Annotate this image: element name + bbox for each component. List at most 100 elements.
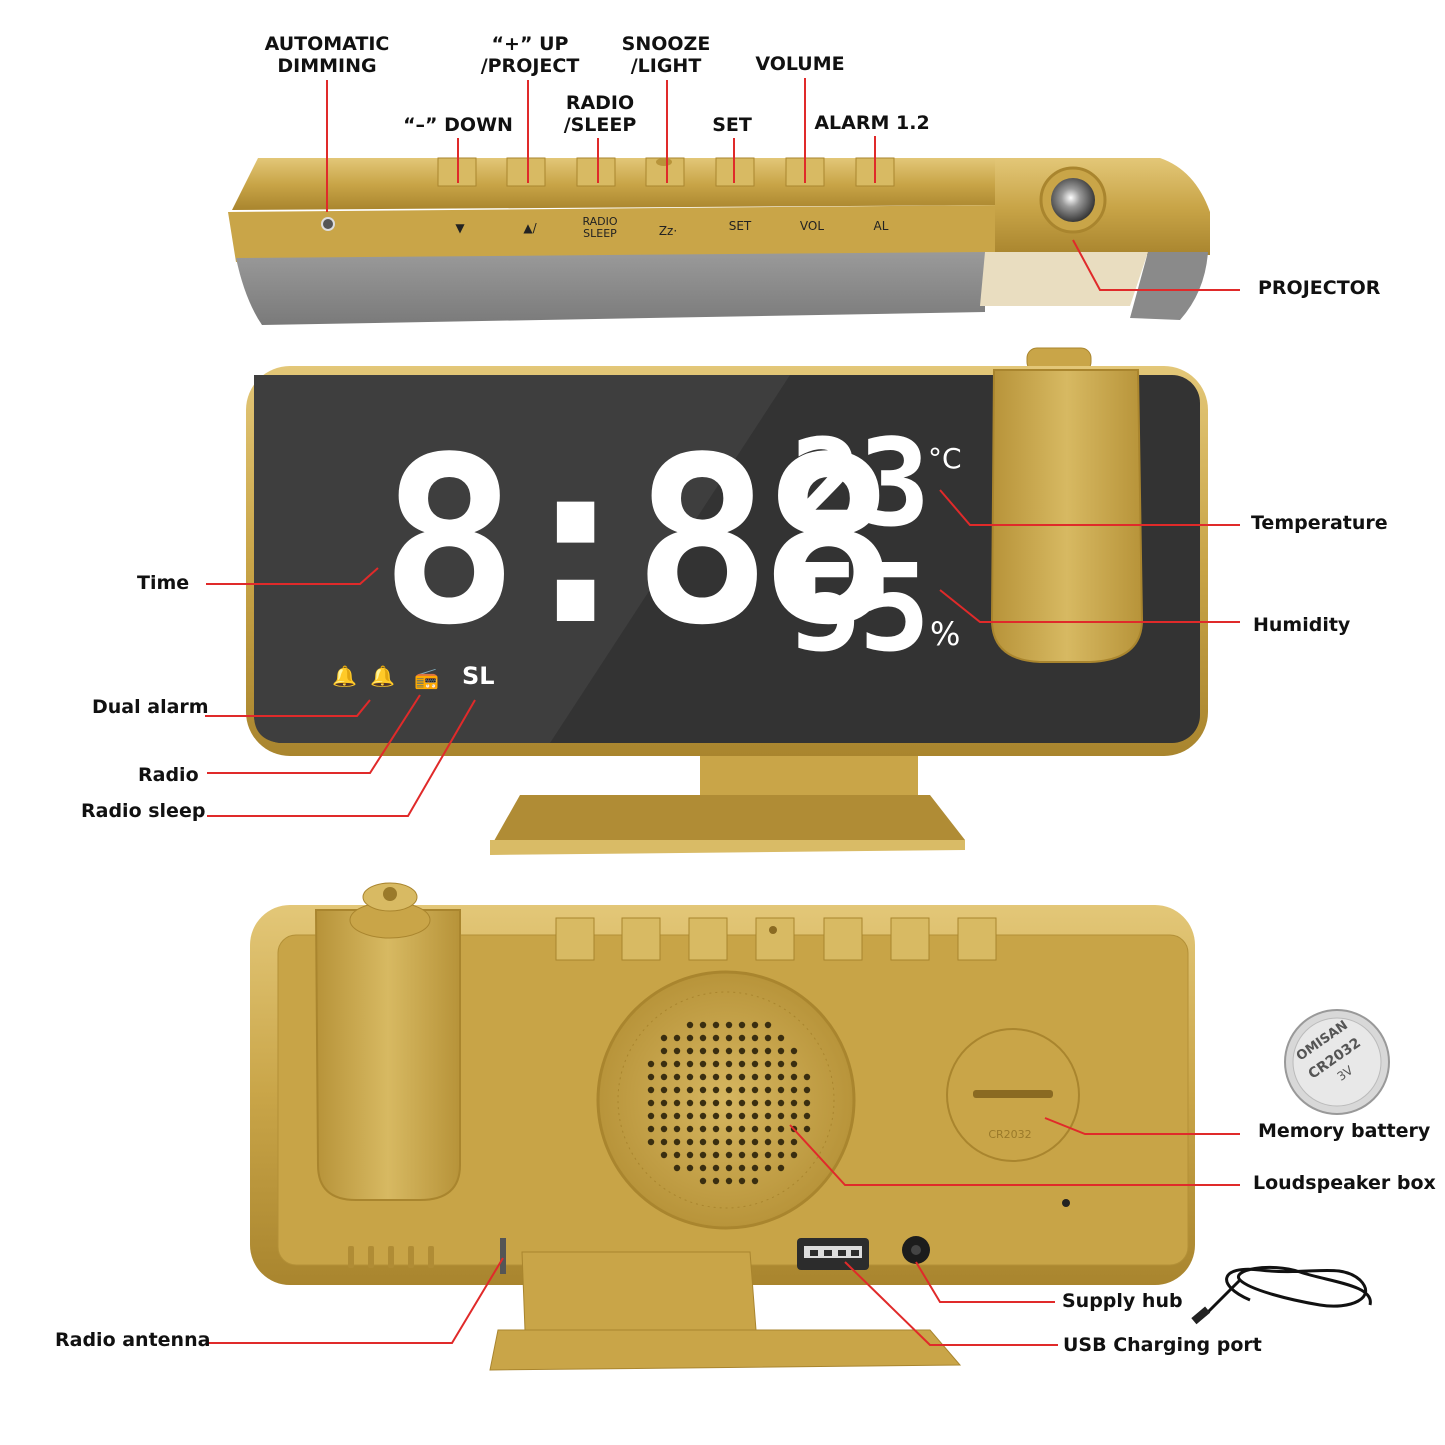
compartment-text: CR2032 <box>988 1128 1031 1141</box>
speaker-hole <box>725 1177 733 1185</box>
stand-base-top <box>490 795 965 848</box>
speaker-hole <box>777 1151 785 1159</box>
speaker-hole <box>660 1034 668 1042</box>
speaker-hole <box>699 1047 707 1055</box>
speaker-hole <box>751 1060 759 1068</box>
light-sensor <box>656 158 672 166</box>
speaker-hole <box>777 1034 785 1042</box>
speaker-hole <box>803 1112 811 1120</box>
speaker-hole <box>751 1164 759 1172</box>
speaker-hole <box>725 1073 733 1081</box>
speaker-hole <box>738 1047 746 1055</box>
speaker-hole <box>725 1112 733 1120</box>
speaker-hole <box>790 1151 798 1159</box>
speaker-hole <box>725 1060 733 1068</box>
label-supply-hub: Supply hub <box>1062 1290 1183 1312</box>
projector-knob-center <box>383 887 397 901</box>
speaker-hole <box>803 1073 811 1081</box>
speaker-hole <box>764 1125 772 1133</box>
speaker-hole <box>764 1021 772 1029</box>
radio-antenna <box>500 1238 506 1274</box>
vol-symbol: VOL <box>799 219 825 233</box>
battery-slot <box>973 1090 1053 1098</box>
speaker-hole <box>686 1138 694 1146</box>
celsius-unit: °C <box>928 442 962 475</box>
label-automatic-dimming: AUTOMATIC DIMMING <box>264 33 390 77</box>
speaker-hole <box>751 1034 759 1042</box>
speaker-hole <box>686 1073 694 1081</box>
speaker-hole <box>751 1125 759 1133</box>
button-up[interactable] <box>506 157 546 187</box>
speaker-hole <box>751 1021 759 1029</box>
speaker-hole <box>725 1164 733 1172</box>
stand-neck <box>700 750 918 795</box>
speaker-hole <box>803 1125 811 1133</box>
button-radio[interactable] <box>576 157 616 187</box>
speaker-hole <box>751 1073 759 1081</box>
speaker-hole <box>738 1060 746 1068</box>
speaker-hole <box>660 1086 668 1094</box>
speaker-hole <box>777 1060 785 1068</box>
speaker-hole <box>712 1099 720 1107</box>
time-digits: 8:88 <box>380 409 898 676</box>
speaker-hole <box>699 1034 707 1042</box>
speaker-hole <box>777 1047 785 1055</box>
speaker-hole <box>790 1047 798 1055</box>
speaker-hole <box>712 1047 720 1055</box>
speaker-hole <box>673 1086 681 1094</box>
label-time: Time <box>137 572 190 594</box>
speaker-hole <box>660 1138 668 1146</box>
back-buttons <box>555 917 997 961</box>
down-arrow-icon: ▼ <box>455 221 465 235</box>
set-symbol: SET <box>728 219 752 233</box>
speaker-hole <box>686 1099 694 1107</box>
speaker-hole <box>764 1073 772 1081</box>
label-alarm: ALARM 1.2 <box>814 112 930 134</box>
speaker-hole <box>725 1151 733 1159</box>
speaker-hole <box>647 1086 655 1094</box>
top-body-front <box>228 205 1000 262</box>
back-pointers <box>206 1117 1240 1346</box>
speaker-hole <box>699 1177 707 1185</box>
speaker-hole <box>725 1086 733 1094</box>
top-view <box>228 157 1210 325</box>
speaker-hole <box>725 1099 733 1107</box>
speaker-hole <box>777 1138 785 1146</box>
speaker-hole <box>738 1177 746 1185</box>
speaker-hole <box>803 1099 811 1107</box>
button-snooze[interactable] <box>645 157 685 187</box>
speaker-hole <box>699 1021 707 1029</box>
speaker-hole <box>738 1125 746 1133</box>
speaker-hole <box>712 1112 720 1120</box>
speaker-hole <box>725 1034 733 1042</box>
speaker-hole <box>673 1138 681 1146</box>
speaker-hole <box>738 1021 746 1029</box>
speaker-hole <box>751 1177 759 1185</box>
speaker-hole <box>686 1151 694 1159</box>
speaker-hole <box>660 1112 668 1120</box>
speaker-hole <box>686 1021 694 1029</box>
top-pointers <box>326 78 1240 291</box>
speaker-hole <box>660 1047 668 1055</box>
speaker-hole <box>686 1164 694 1172</box>
front-pointers <box>205 489 1240 817</box>
stand-base-front <box>490 840 965 855</box>
speaker-hole <box>660 1060 668 1068</box>
speaker-hole <box>790 1073 798 1081</box>
label-memory-battery: Memory battery <box>1258 1120 1431 1142</box>
up-alarm-icon: ▲/ <box>523 221 537 235</box>
speaker-hole <box>673 1112 681 1120</box>
speaker-hole <box>699 1138 707 1146</box>
speaker-hole <box>686 1047 694 1055</box>
speaker-hole <box>712 1177 720 1185</box>
speaker-hole <box>712 1125 720 1133</box>
speaker-hole <box>790 1086 798 1094</box>
sleep-indicator: SL <box>462 662 495 690</box>
speaker-hole <box>764 1112 772 1120</box>
al-symbol: AL <box>873 219 889 233</box>
projector-lens-icon[interactable] <box>1051 178 1095 222</box>
speaker-hole <box>699 1164 707 1172</box>
label-down: “–” DOWN <box>403 114 513 136</box>
loudspeaker-box <box>596 970 856 1230</box>
label-loudspeaker-box: Loudspeaker box <box>1253 1172 1436 1194</box>
